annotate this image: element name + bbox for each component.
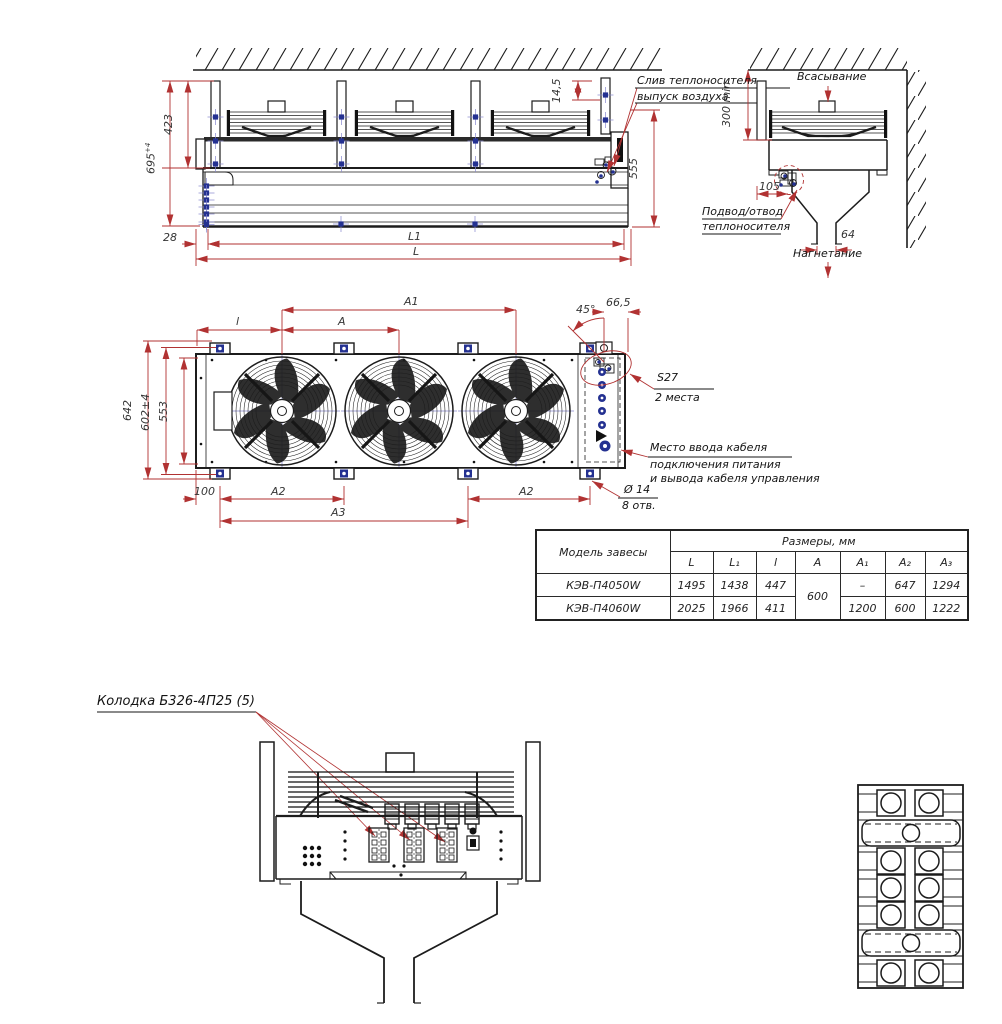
table-col-A2: A₂ <box>884 551 926 574</box>
dim-a: A <box>338 315 346 328</box>
cell-A2-2: 600 <box>884 596 926 621</box>
cell-l-2: 411 <box>755 596 796 621</box>
cell-L-1: 1495 <box>669 573 714 597</box>
plan-view-drawing <box>143 306 792 528</box>
front-view-drawing <box>162 48 790 266</box>
dim-fitting-offset: 66,5 <box>606 296 631 309</box>
table-col-A: A <box>794 551 841 574</box>
cell-A1-2: 1200 <box>839 596 886 621</box>
dim-a1: A1 <box>404 295 419 308</box>
plan-dimension-lines <box>143 306 655 528</box>
front-dimension-lines <box>162 80 660 266</box>
dim-width-inner: 553 <box>157 401 170 422</box>
dim-length-inner: L1 <box>408 230 422 243</box>
table-row: КЭВ-П4060W 2025 1966 411 1200 600 1222 <box>535 596 969 621</box>
cell-model-2: КЭВ-П4060W <box>535 596 671 621</box>
dim-angle: 45° <box>576 303 596 316</box>
fan-impellers <box>224 355 574 467</box>
cell-L-2: 2025 <box>669 596 714 621</box>
dim-ceiling-clearance: 300 min <box>720 81 733 127</box>
dimensions-table: Модель завесы Размеры, мм L L₁ l A A₁ A₂… <box>535 529 970 621</box>
note-drain-line1: Слив теплоносителя <box>637 74 757 87</box>
dim-width-mount: 602±4 <box>139 393 152 431</box>
dim-a3: A3 <box>331 506 346 519</box>
dim-width-total: 642 <box>121 400 134 421</box>
cell-l-1: 447 <box>755 573 796 597</box>
dim-a2-right: A2 <box>519 485 534 498</box>
label-discharge: Нагнетание <box>793 247 863 260</box>
dim-length-total: L <box>413 245 420 258</box>
note-holes-line2: 8 отв. <box>622 499 656 512</box>
dim-left-offset: 28 <box>163 231 177 244</box>
dim-edge-offset: 100 <box>194 485 215 498</box>
terminal-block-detail <box>857 784 964 989</box>
cell-A3-1: 1294 <box>924 573 969 597</box>
dim-body-height: 555 <box>627 158 640 179</box>
table-header-model: Модель завесы <box>535 529 671 574</box>
cell-A1-1: – <box>839 573 886 597</box>
label-suction: Всасывание <box>797 70 867 83</box>
dim-l: l <box>236 315 240 328</box>
side-view-drawing <box>702 48 926 278</box>
dim-total-height: 695+4 <box>144 142 158 174</box>
table-header-sizes: Размеры, мм <box>669 529 969 552</box>
note-cable-line2: подключения питания <box>650 458 781 471</box>
cell-A2-1: 647 <box>884 573 926 597</box>
dim-a2-left: A2 <box>271 485 286 498</box>
note-cable-line1: Место ввода кабеля <box>650 441 768 454</box>
note-holes-line1: Ø 14 <box>624 483 651 496</box>
note-supply-line1: Подвод/отвод <box>702 205 784 218</box>
note-wrench-line2: 2 места <box>655 391 700 404</box>
cell-L1-2: 1966 <box>712 596 757 621</box>
note-drain-line2: выпуск воздуха <box>637 90 729 103</box>
table-col-A3: A₃ <box>924 551 969 574</box>
terminal-blocks <box>368 827 458 863</box>
cell-model-1: КЭВ-П4050W <box>535 573 671 597</box>
cell-A3-2: 1222 <box>924 596 969 621</box>
table-col-A1: A₁ <box>839 551 886 574</box>
dim-outlet-width: 64 <box>841 228 855 241</box>
table-row: КЭВ-П4050W 1495 1438 447 600 – 647 1294 <box>535 573 969 621</box>
dim-bracket-height: 423 <box>162 114 175 135</box>
table-col-L1: L₁ <box>712 551 757 574</box>
note-supply-line2: теплоносителя <box>702 220 791 233</box>
bottom-view-drawing <box>97 711 541 1004</box>
note-wrench-line1: S27 <box>657 371 678 384</box>
table-col-L: L <box>669 551 714 574</box>
table-col-l: l <box>755 551 796 574</box>
cell-A-merged: 600 <box>794 573 841 621</box>
note-cable-line3: и вывода кабеля управления <box>650 472 820 485</box>
dim-pipe-offset: 105 <box>759 180 780 193</box>
note-terminal-block: Колодка Б326-4П25 (5) <box>97 694 255 709</box>
cell-L1-1: 1438 <box>712 573 757 597</box>
dim-top-gap: 14,5 <box>550 78 563 104</box>
